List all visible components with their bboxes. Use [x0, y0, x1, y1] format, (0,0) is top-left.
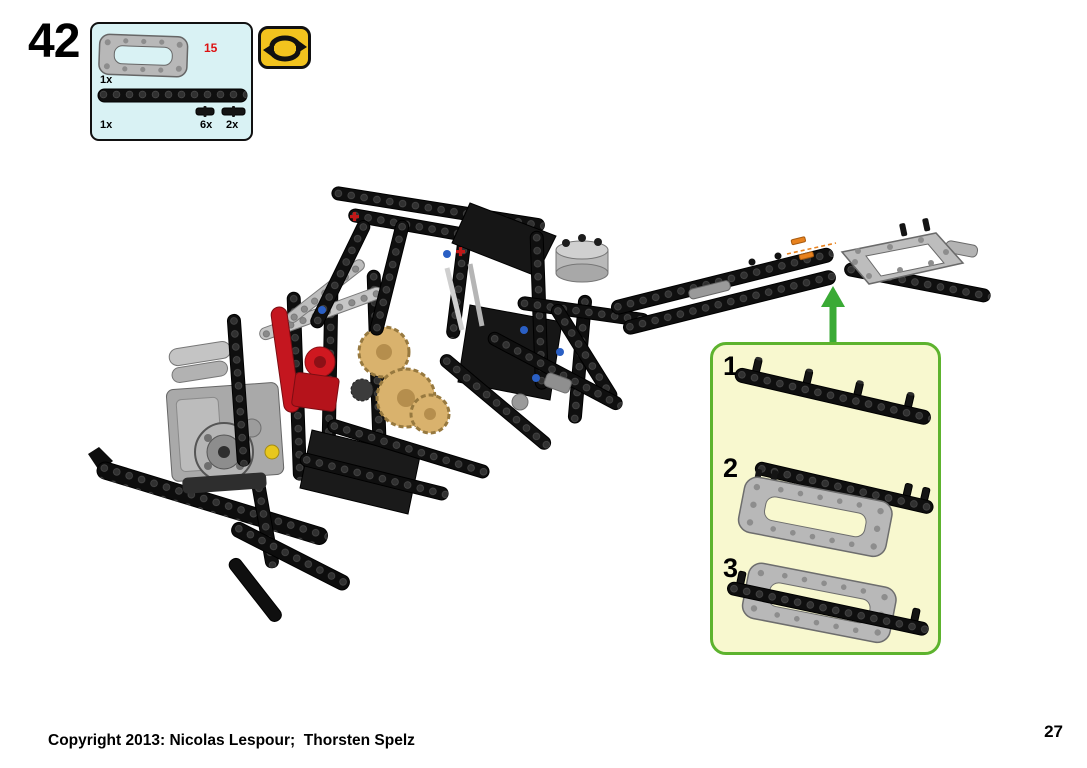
model-skis [88, 447, 350, 622]
parts-box: 15 1x 1x 6x 2x [90, 22, 253, 141]
part-beam-image [97, 88, 248, 103]
part-pins-image [195, 106, 246, 117]
part-frame-count: 1x [100, 74, 113, 86]
model-lower-chassis [299, 331, 623, 515]
model-boom [610, 236, 837, 335]
part-pin-count: 6x [200, 119, 213, 131]
callout-step2-art [737, 461, 934, 558]
callout-arrow [821, 286, 845, 345]
substep-2-label: 2 [723, 453, 739, 483]
part-frame-image [98, 33, 189, 78]
model-cab [310, 186, 557, 339]
copyright-text: Copyright 2013: Nicolas Lespour; Thorste… [48, 732, 415, 749]
substep-3-label: 3 [723, 553, 739, 583]
callout-illustrations [727, 356, 934, 644]
substep-callout: 1 2 3 [710, 342, 941, 655]
model-turntable [555, 234, 609, 283]
substep-1-label: 1 [723, 351, 739, 381]
part-beam-count: 1x [100, 119, 113, 131]
step-number: 42 [28, 15, 80, 68]
page-number: 27 [1044, 722, 1063, 741]
model-front-frame [840, 218, 991, 303]
part-pin-long-count: 2x [226, 119, 239, 131]
model-tower [439, 230, 650, 450]
rotate-model-icon [258, 26, 311, 69]
callout-step3-art [727, 562, 929, 644]
rotate-arrows-glyph [262, 35, 307, 61]
beam-length-label: 15 [204, 41, 218, 55]
model-gearbox [165, 341, 285, 494]
callout-step1-art [734, 356, 931, 425]
